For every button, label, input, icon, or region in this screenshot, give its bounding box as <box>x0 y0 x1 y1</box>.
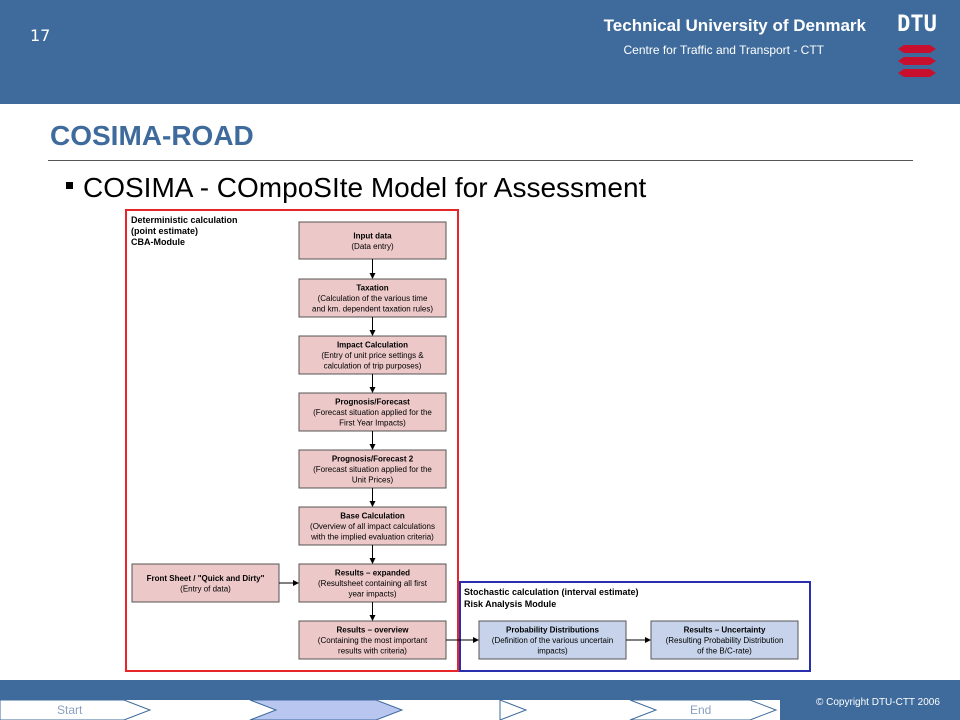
results-uncertainty-box-line-1: (Resulting Probability Distribution <box>666 636 784 645</box>
results-uncertainty-box-line-2: of the B/C-rate) <box>697 647 752 656</box>
nav-arrow-mid[interactable] <box>499 700 528 720</box>
flow-box-8-line-2: results with criteria) <box>338 647 407 656</box>
nav-arrow-current[interactable] <box>249 700 404 720</box>
dtu-logo-text: DTU <box>897 12 937 37</box>
flow-box-4-line-2: First Year Impacts) <box>339 419 406 428</box>
flow-box-3-line-2: calculation of trip purposes) <box>324 362 422 371</box>
stochastic-label-2: Risk Analysis Module <box>464 599 556 609</box>
flow-box-3-title: Impact Calculation <box>337 341 408 350</box>
flow-box-2 <box>298 278 447 318</box>
flow-box-7-title: Results – expanded <box>335 569 410 578</box>
probability-to-uncertainty-arrow-head <box>645 637 651 643</box>
deterministic-module-frame <box>125 209 459 672</box>
flow-arrow-3-head <box>369 387 376 393</box>
footer-nav-arrows <box>0 700 778 720</box>
title-divider <box>48 160 913 161</box>
flow-box-4-title: Prognosis/Forecast <box>335 398 410 407</box>
deterministic-label-2: (point estimate) <box>131 226 198 236</box>
flow-box-7-line-1: (Resultsheet containing all first <box>318 579 428 588</box>
nav-arrow-start[interactable] <box>0 700 152 720</box>
university-name: Technical University of Denmark <box>603 16 866 35</box>
probability-distributions-box-line-2: impacts) <box>537 647 568 656</box>
slide-number: 17 <box>30 26 51 45</box>
front-sheet-box-line-1: (Entry of data) <box>180 584 231 593</box>
front-sheet-box <box>131 563 280 603</box>
flow-box-5 <box>298 449 447 489</box>
results-uncertainty-box <box>650 620 799 660</box>
front-sheet-box-title: Front Sheet / "Quick and Dirty" <box>147 574 265 583</box>
flow-box-2-line-1: (Calculation of the various time <box>318 294 428 303</box>
flow-arrow-2-head <box>369 330 376 336</box>
flow-box-4-line-1: (Forecast situation applied for the <box>313 408 432 417</box>
probability-distributions-box-line-1: (Definition of the various uncertain <box>492 636 613 645</box>
dtu-logo-icon <box>898 45 936 77</box>
overview-to-probability-arrow-head <box>473 637 479 643</box>
nav-end-link[interactable]: End <box>690 703 712 717</box>
flow-box-1-title: Input data <box>353 231 392 240</box>
flow-box-2-title: Taxation <box>356 284 388 293</box>
stochastic-label-1: Stochastic calculation (interval estimat… <box>464 587 639 597</box>
bullet-text: COSIMA - COmpoSIte Model for Assessment <box>83 172 647 203</box>
results-uncertainty-box-title: Results – Uncertainty <box>684 626 766 635</box>
flow-arrow-1-head <box>369 273 376 279</box>
flow-box-6-line-1: (Overview of all impact calculations <box>310 522 435 531</box>
square-bullet-icon <box>66 181 73 189</box>
flow-box-4 <box>298 392 447 432</box>
flow-box-7-line-2: year impacts) <box>348 590 396 599</box>
flow-box-3-line-1: (Entry of unit price settings & <box>321 351 424 360</box>
deterministic-label-3: CBA-Module <box>131 237 185 247</box>
flow-arrow-4-head <box>369 444 376 450</box>
bullet-item: COSIMA - COmpoSIte Model for Assessment <box>66 172 646 204</box>
front-sheet-arrow-head <box>293 580 299 586</box>
slide-header <box>0 0 960 104</box>
flow-box-3 <box>298 335 447 375</box>
flow-box-8 <box>298 620 447 660</box>
probability-distributions-box <box>478 620 627 660</box>
flow-box-6-line-2: with the implied evaluation criteria) <box>310 533 434 542</box>
flow-box-2-line-2: and km. dependent taxation rules) <box>312 305 433 314</box>
flow-box-5-title: Prognosis/Forecast 2 <box>332 455 414 464</box>
flow-arrow-6-head <box>369 558 376 564</box>
slide-title: COSIMA-ROAD <box>50 120 254 151</box>
nav-arrow-end[interactable] <box>629 700 778 720</box>
copyright-text: © Copyright DTU-CTT 2006 <box>816 697 940 708</box>
flow-box-8-title: Results – overview <box>336 626 409 635</box>
nav-start-link[interactable]: Start <box>57 703 83 717</box>
flow-box-5-line-2: Unit Prices) <box>352 476 394 485</box>
dtu-logo: DTU <box>894 12 940 82</box>
centre-name: Centre for Traffic and Transport - CTT <box>623 43 824 57</box>
flow-box-5-line-1: (Forecast situation applied for the <box>313 465 432 474</box>
flow-arrow-5-head <box>369 501 376 507</box>
flow-box-1-line-1: (Data entry) <box>351 242 394 251</box>
flow-box-8-line-1: (Containing the most important <box>318 636 428 645</box>
flow-arrow-7-head <box>369 615 376 621</box>
flow-box-6-title: Base Calculation <box>340 512 405 521</box>
stochastic-module-frame <box>459 581 811 672</box>
flow-box-1 <box>298 221 447 260</box>
probability-distributions-box-title: Probability Distributions <box>506 626 599 635</box>
deterministic-label-1: Deterministic calculation <box>131 215 238 225</box>
